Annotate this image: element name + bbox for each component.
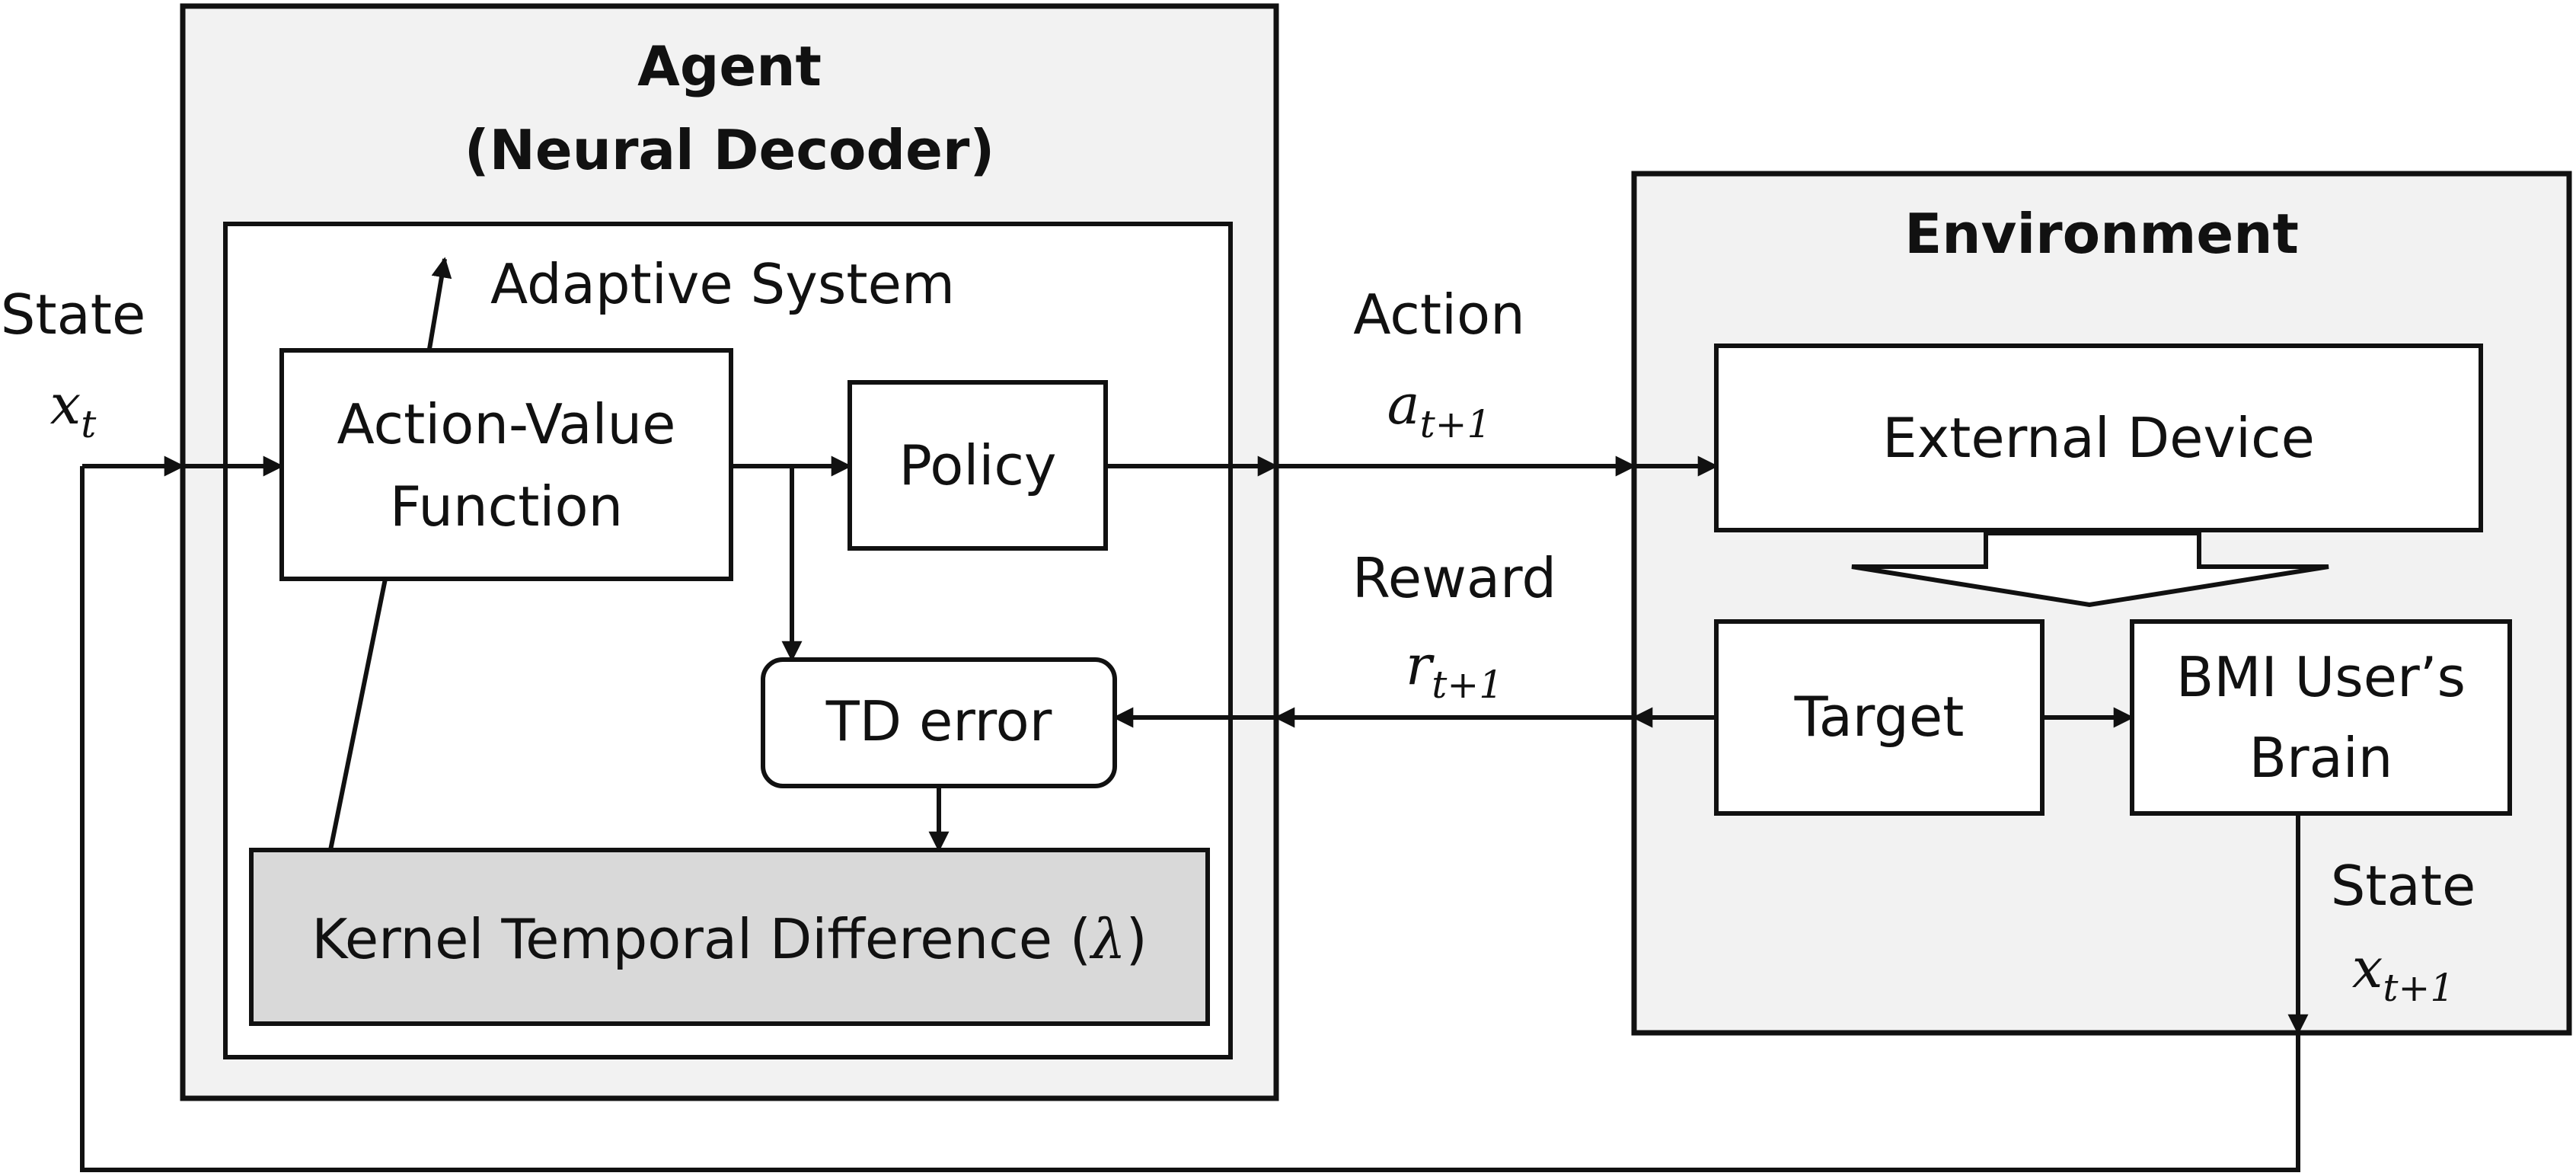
state-out-label: State bbox=[2331, 854, 2476, 918]
brain-label-2: Brain bbox=[2249, 726, 2393, 790]
device-to-brain-block-arrow bbox=[1851, 531, 2329, 608]
ktd-to-actionvalue-line bbox=[328, 578, 388, 851]
action-symbol: at+1 bbox=[1387, 372, 1492, 446]
agent-title: Agent bbox=[637, 34, 822, 98]
ktd-label: Kernel Temporal Difference (λ) bbox=[311, 907, 1148, 971]
state-out-symbol: xt+1 bbox=[2352, 936, 2454, 1010]
action-label: Action bbox=[1353, 283, 1525, 347]
action-value-box bbox=[279, 348, 733, 581]
agent-subtitle: (Neural Decoder) bbox=[464, 118, 995, 182]
adaptive-arrow bbox=[427, 257, 452, 350]
action-value-label-1: Action-Value bbox=[337, 392, 676, 456]
ktd-box bbox=[249, 848, 1210, 1026]
td-error-label: TD error bbox=[825, 689, 1052, 753]
external-device-box bbox=[1714, 344, 2483, 532]
state-feedback-loop bbox=[80, 466, 2300, 1172]
reward-symbol: rt+1 bbox=[1406, 633, 1503, 707]
environment-title: Environment bbox=[1904, 202, 2299, 266]
brain-label-1: BMI User’s bbox=[2176, 645, 2466, 709]
state-in-label: State bbox=[1, 283, 146, 347]
adaptive-system-label: Adaptive System bbox=[490, 252, 955, 316]
policy-label: Policy bbox=[899, 433, 1056, 497]
policy-box bbox=[847, 380, 1108, 551]
reward-label: Reward bbox=[1352, 546, 1556, 610]
external-device-label: External Device bbox=[1882, 406, 2315, 470]
state-in-symbol: xt bbox=[50, 372, 97, 446]
target-label: Target bbox=[1794, 685, 1965, 749]
action-value-label-2: Function bbox=[390, 475, 623, 538]
